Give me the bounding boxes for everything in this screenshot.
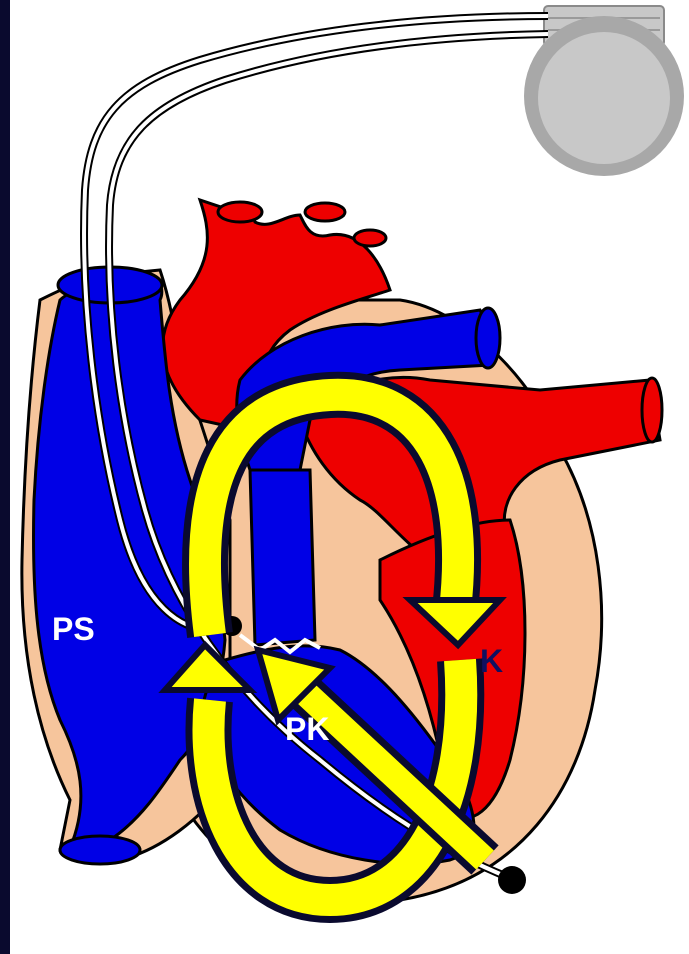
ventricular-lead-tip — [498, 866, 526, 894]
pacemaker-generator-icon — [524, 6, 684, 176]
pulmonary-artery-opening — [476, 308, 500, 368]
outflow-tract — [250, 470, 315, 645]
label-pk: PK — [285, 711, 329, 747]
label-lk: K — [480, 643, 503, 679]
label-ps: PS — [52, 611, 95, 647]
